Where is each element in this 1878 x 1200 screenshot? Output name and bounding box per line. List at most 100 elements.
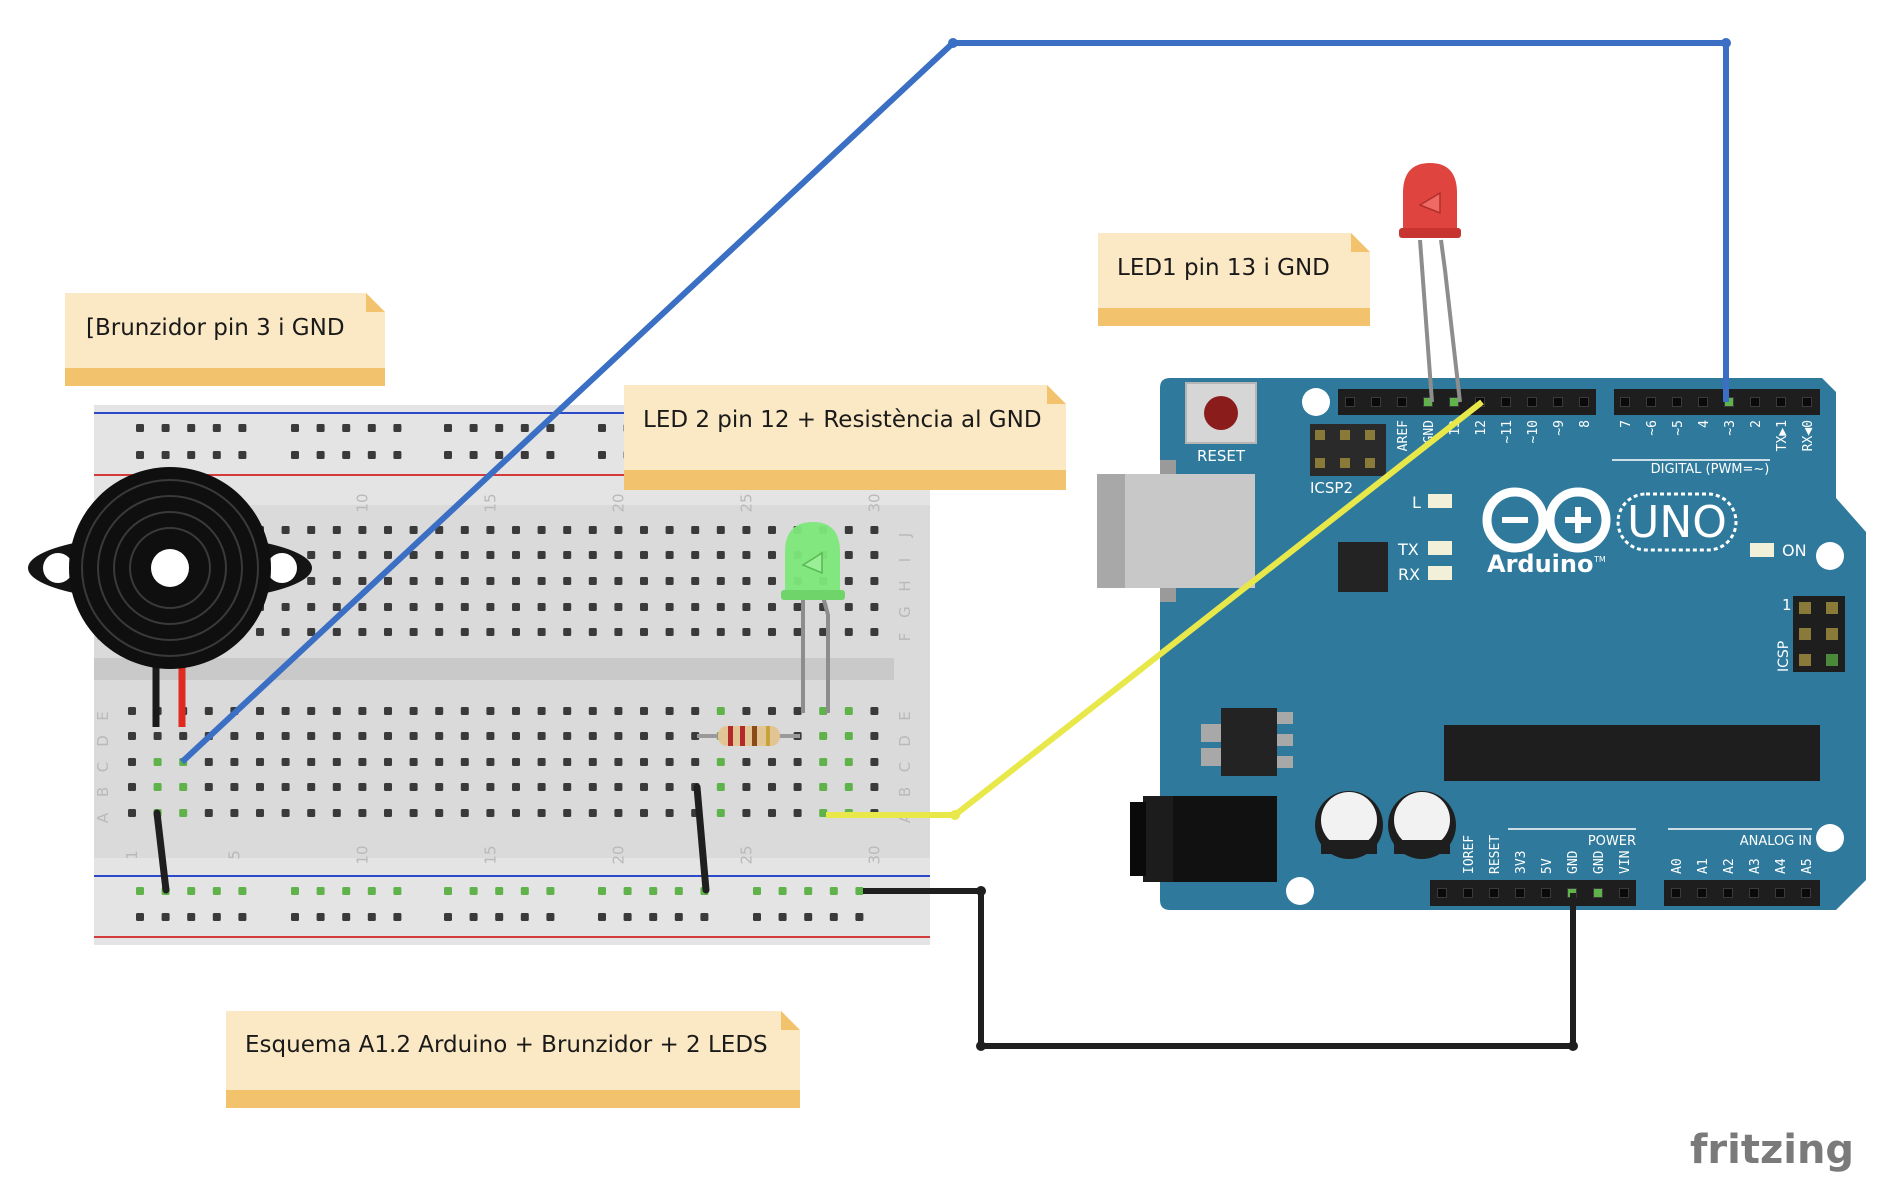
breadboard-hole xyxy=(640,551,648,559)
wire-gnd-jumper-buzzer[interactable] xyxy=(153,809,170,894)
breadboard-hole xyxy=(384,603,392,611)
rail-hole xyxy=(238,424,247,432)
header-pin[interactable] xyxy=(1553,397,1563,407)
note-led2[interactable]: LED 2 pin 12 + Resistència al GND xyxy=(624,385,1066,490)
rail-hole xyxy=(187,913,196,921)
rail-hole xyxy=(674,913,683,921)
header-pin[interactable] xyxy=(1397,397,1407,407)
breadboard-hole xyxy=(870,707,879,715)
header-pin[interactable] xyxy=(1501,397,1511,407)
header-pin[interactable] xyxy=(1489,888,1499,898)
breadboard-hole xyxy=(537,628,546,636)
breadboard-hole xyxy=(614,783,623,791)
header-pin[interactable] xyxy=(1697,888,1707,898)
note-led1-text: LED1 pin 13 i GND xyxy=(1117,255,1330,281)
breadboard-hole xyxy=(716,628,725,636)
icsp-label: ICSP xyxy=(1776,641,1792,672)
header-pin[interactable] xyxy=(1801,888,1811,898)
rail-hole xyxy=(469,451,478,459)
header-pin[interactable] xyxy=(1672,397,1682,407)
header-pin[interactable] xyxy=(1437,888,1447,898)
rail-hole xyxy=(136,887,144,895)
breadboard-hole xyxy=(870,758,879,766)
header-pin[interactable] xyxy=(1776,397,1786,407)
breadboard-hole xyxy=(614,603,623,611)
header-pin[interactable] xyxy=(1671,888,1681,898)
rail-hole xyxy=(393,887,402,895)
breadboard-hole xyxy=(844,577,853,585)
breadboard-hole xyxy=(614,577,623,585)
column-number: 20 xyxy=(609,845,627,864)
breadboard-hole xyxy=(128,758,136,766)
header-pin[interactable] xyxy=(1423,397,1433,407)
breadboard-hole xyxy=(665,603,674,611)
breadboard-hole xyxy=(512,809,520,817)
breadboard-hole xyxy=(384,809,392,817)
rail-hole xyxy=(804,887,813,895)
breadboard-hole xyxy=(768,809,776,817)
wire-pin3-blue[interactable] xyxy=(179,38,1731,765)
header-pin[interactable] xyxy=(1619,888,1629,898)
header-pin[interactable] xyxy=(1541,888,1551,898)
breadboard-hole xyxy=(409,732,418,740)
header-pin[interactable] xyxy=(1698,397,1708,407)
wire-gnd-jumper-resistor[interactable] xyxy=(693,783,710,894)
wire-gnd-to-arduino[interactable] xyxy=(863,886,1578,1051)
header-pin[interactable] xyxy=(1723,888,1733,898)
rail-hole xyxy=(238,887,247,895)
header-pin[interactable] xyxy=(1802,397,1812,407)
rail-hole xyxy=(342,913,351,921)
icsp-pin1-label: 1 xyxy=(1782,596,1792,614)
breadboard-hole xyxy=(460,603,469,611)
note-led2-text: LED 2 pin 12 + Resistència al GND xyxy=(643,407,1042,433)
note-caption[interactable]: Esquema A1.2 Arduino + Brunzidor + 2 LED… xyxy=(226,1011,800,1108)
breadboard-hole xyxy=(153,758,162,766)
column-number: 30 xyxy=(865,845,883,864)
header-pin[interactable] xyxy=(1527,397,1537,407)
rail-hole xyxy=(393,424,402,432)
reset-button[interactable] xyxy=(1185,382,1257,444)
header-pin[interactable] xyxy=(1515,888,1525,898)
rail-hole xyxy=(444,913,452,921)
header-pin[interactable] xyxy=(1620,397,1630,407)
breadboard-hole xyxy=(256,707,264,715)
note-buzzer[interactable]: [Brunzidor pin 3 i GND xyxy=(65,293,385,386)
header-pin[interactable] xyxy=(1579,397,1589,407)
rail-hole xyxy=(674,887,683,895)
capacitor xyxy=(1315,791,1383,859)
analog-header xyxy=(1664,880,1820,906)
breadboard-hole xyxy=(563,526,572,534)
row-letter: I xyxy=(896,558,914,562)
header-pin[interactable] xyxy=(1463,888,1473,898)
rail-hole xyxy=(855,913,864,921)
breadboard-hole xyxy=(640,526,648,534)
rail-hole xyxy=(136,451,144,459)
header-pin[interactable] xyxy=(1646,397,1656,407)
header-pin[interactable] xyxy=(1593,888,1603,898)
header-pin[interactable] xyxy=(1750,397,1760,407)
power-jack xyxy=(1130,796,1277,882)
header-pin[interactable] xyxy=(1371,397,1381,407)
header-pin[interactable] xyxy=(1449,397,1459,407)
breadboard-hole xyxy=(332,526,341,534)
header-pin[interactable] xyxy=(1345,397,1355,407)
breadboard-hole xyxy=(256,758,264,766)
breadboard-hole xyxy=(230,783,239,791)
rail-hole xyxy=(316,913,325,921)
rail-hole xyxy=(238,913,247,921)
breadboard-hole xyxy=(844,783,853,791)
rail-hole xyxy=(753,887,761,895)
rail-hole xyxy=(187,424,196,432)
header-pin[interactable] xyxy=(1749,888,1759,898)
pin-label: VIN xyxy=(1618,851,1633,874)
breadboard-hole xyxy=(742,603,751,611)
wire-pin12-yellow[interactable] xyxy=(826,399,1484,820)
icsp2-header xyxy=(1310,424,1386,476)
breadboard-hole xyxy=(460,526,469,534)
pin-label: RX◀0 xyxy=(1801,420,1816,451)
note-led1[interactable]: LED1 pin 13 i GND xyxy=(1098,233,1370,326)
breadboard-hole xyxy=(640,783,648,791)
header-pin[interactable] xyxy=(1775,888,1785,898)
